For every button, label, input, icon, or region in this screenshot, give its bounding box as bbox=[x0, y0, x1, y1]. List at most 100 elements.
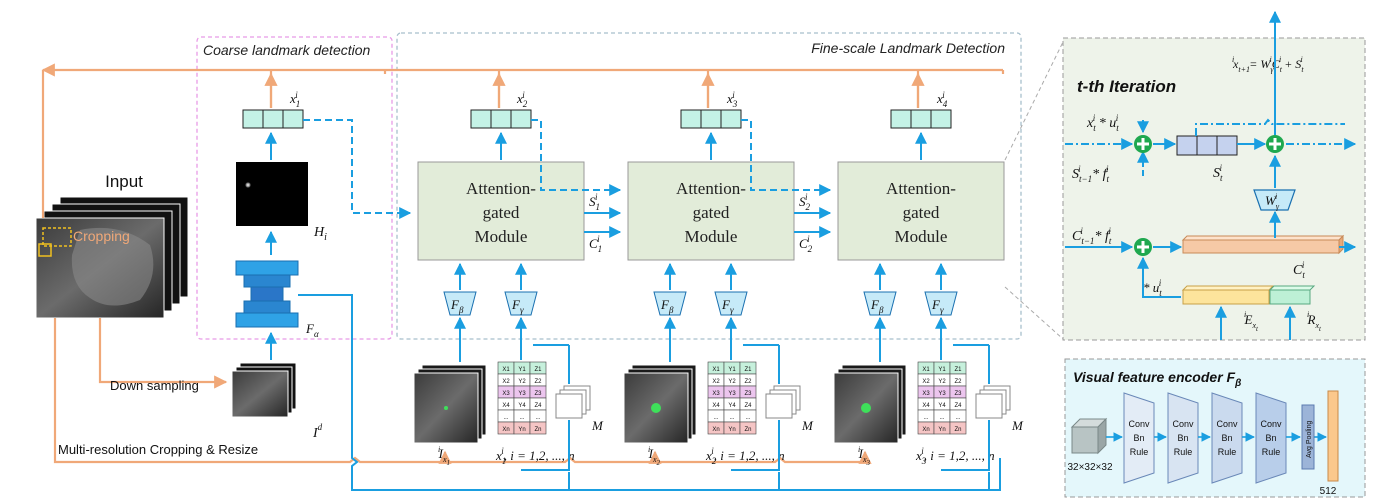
table-cell: X2 bbox=[922, 379, 930, 385]
conv-block-label: Rule bbox=[1262, 447, 1281, 457]
table-cell: X1 bbox=[502, 367, 510, 373]
fine-detection-region bbox=[396, 32, 1022, 340]
x1-label: x1i bbox=[289, 90, 300, 109]
module-label: gated bbox=[483, 203, 520, 222]
attention-gated-module bbox=[417, 161, 585, 261]
C-state-label: C1i bbox=[589, 234, 602, 254]
conv-block bbox=[1211, 392, 1243, 484]
module-label: Module bbox=[685, 227, 738, 246]
C-label: Cti bbox=[1293, 260, 1305, 280]
encoder-trapezoid bbox=[924, 291, 958, 316]
table-cell: Zn bbox=[744, 427, 751, 433]
conv-block-label: Conv bbox=[1216, 419, 1238, 429]
table-cell: Y4 bbox=[728, 403, 736, 409]
trapezoid-label: Fβ bbox=[870, 297, 884, 315]
table-cell: ... bbox=[503, 415, 508, 421]
input-title: Input bbox=[105, 172, 143, 191]
output-vector-label: x4i bbox=[936, 90, 948, 109]
module-label: Attention- bbox=[466, 179, 536, 198]
module-label: gated bbox=[693, 203, 730, 222]
attention-gated-module bbox=[837, 161, 1005, 261]
trapezoid-label: Fβ bbox=[450, 297, 464, 315]
table-cell: Z2 bbox=[534, 379, 542, 385]
Hi-label: Hi bbox=[313, 225, 327, 243]
encoder-trapezoid bbox=[714, 291, 748, 316]
input-ct-volume bbox=[35, 196, 189, 319]
coarse-network-F-alpha bbox=[235, 260, 299, 328]
iteration-flow bbox=[1065, 10, 1357, 340]
conv-block-label: Bn bbox=[1265, 433, 1276, 443]
module-label: Module bbox=[895, 227, 948, 246]
table-cell: Y3 bbox=[518, 391, 526, 397]
plus-nodes bbox=[1134, 135, 1284, 256]
stage-arrows bbox=[874, 131, 990, 490]
F-alpha-label: Fα bbox=[305, 321, 319, 339]
M-label: M bbox=[1011, 418, 1024, 433]
table-cell: Z2 bbox=[954, 379, 962, 385]
trapezoid-label: Fγ bbox=[511, 297, 524, 315]
table-cell: Z4 bbox=[534, 403, 542, 409]
W-label: Wγi bbox=[1265, 192, 1280, 211]
table-cell: Y2 bbox=[938, 379, 946, 385]
conv-block-label: Conv bbox=[1172, 419, 1194, 429]
table-cell: Y2 bbox=[518, 379, 526, 385]
stage-arrows bbox=[664, 119, 832, 490]
table-caption: x1i, i = 1,2, ..., n bbox=[495, 446, 575, 466]
stage-arrows bbox=[454, 119, 622, 490]
module-label: Attention- bbox=[676, 179, 746, 198]
encoder-title: Visual feature encoder Fβ bbox=[1073, 369, 1241, 389]
coarse-blue-arrows bbox=[265, 119, 1001, 491]
coarse-detection-region bbox=[196, 36, 393, 340]
embedding-bar-R bbox=[1268, 285, 1316, 305]
table-cell: X1 bbox=[712, 367, 720, 373]
mask-cube-M bbox=[555, 385, 591, 419]
output-vector-x1 bbox=[242, 109, 304, 129]
trapezoid-label: Fγ bbox=[721, 297, 734, 315]
conv-block bbox=[1167, 392, 1199, 484]
avg-pooling-label: Avg Pooling bbox=[1306, 421, 1313, 458]
heatmap-Hi bbox=[236, 162, 308, 226]
table-cell: X4 bbox=[922, 403, 930, 409]
iteration-title: t-th Iteration bbox=[1077, 77, 1176, 96]
table-cell: Xn bbox=[502, 427, 509, 433]
embedding-bar-E bbox=[1181, 285, 1275, 305]
table-cell: ... bbox=[939, 415, 944, 421]
module-label: Attention- bbox=[886, 179, 956, 198]
encoder-trapezoid bbox=[863, 291, 897, 316]
table-cell: Yn bbox=[728, 427, 735, 433]
table-cell: X4 bbox=[712, 403, 720, 409]
trapezoid-label: Fγ bbox=[931, 297, 944, 315]
conv-block-label: Bn bbox=[1133, 433, 1144, 443]
C-prev-f-label: Ct−1i * fti bbox=[1072, 226, 1112, 246]
S-label: Sti bbox=[1213, 163, 1223, 183]
cropped-patch bbox=[623, 364, 697, 444]
table-cell: Zn bbox=[954, 427, 961, 433]
table-cell: Xn bbox=[922, 427, 929, 433]
conv-block-label: Conv bbox=[1260, 419, 1282, 429]
avg-pooling-block bbox=[1301, 404, 1315, 470]
table-cell: Yn bbox=[518, 427, 525, 433]
S-state-label: S1i bbox=[589, 192, 600, 212]
table-cell: Y3 bbox=[938, 391, 946, 397]
conv-block-label: Rule bbox=[1130, 447, 1149, 457]
mask-cube-M bbox=[975, 385, 1011, 419]
table-cell: ... bbox=[955, 415, 960, 421]
patch-label: Ix1i bbox=[438, 445, 450, 467]
output-vector bbox=[680, 109, 742, 129]
iteration-state-vector-S bbox=[1176, 135, 1238, 156]
table-cell: Y1 bbox=[938, 367, 946, 373]
mask-cube-M bbox=[765, 385, 801, 419]
cell-state-bar-C bbox=[1181, 234, 1345, 255]
S-prev-f-label: St−1i * fti bbox=[1072, 164, 1109, 184]
module-label: Module bbox=[475, 227, 528, 246]
table-cell: Y3 bbox=[728, 391, 736, 397]
cropped-patch bbox=[833, 364, 907, 444]
